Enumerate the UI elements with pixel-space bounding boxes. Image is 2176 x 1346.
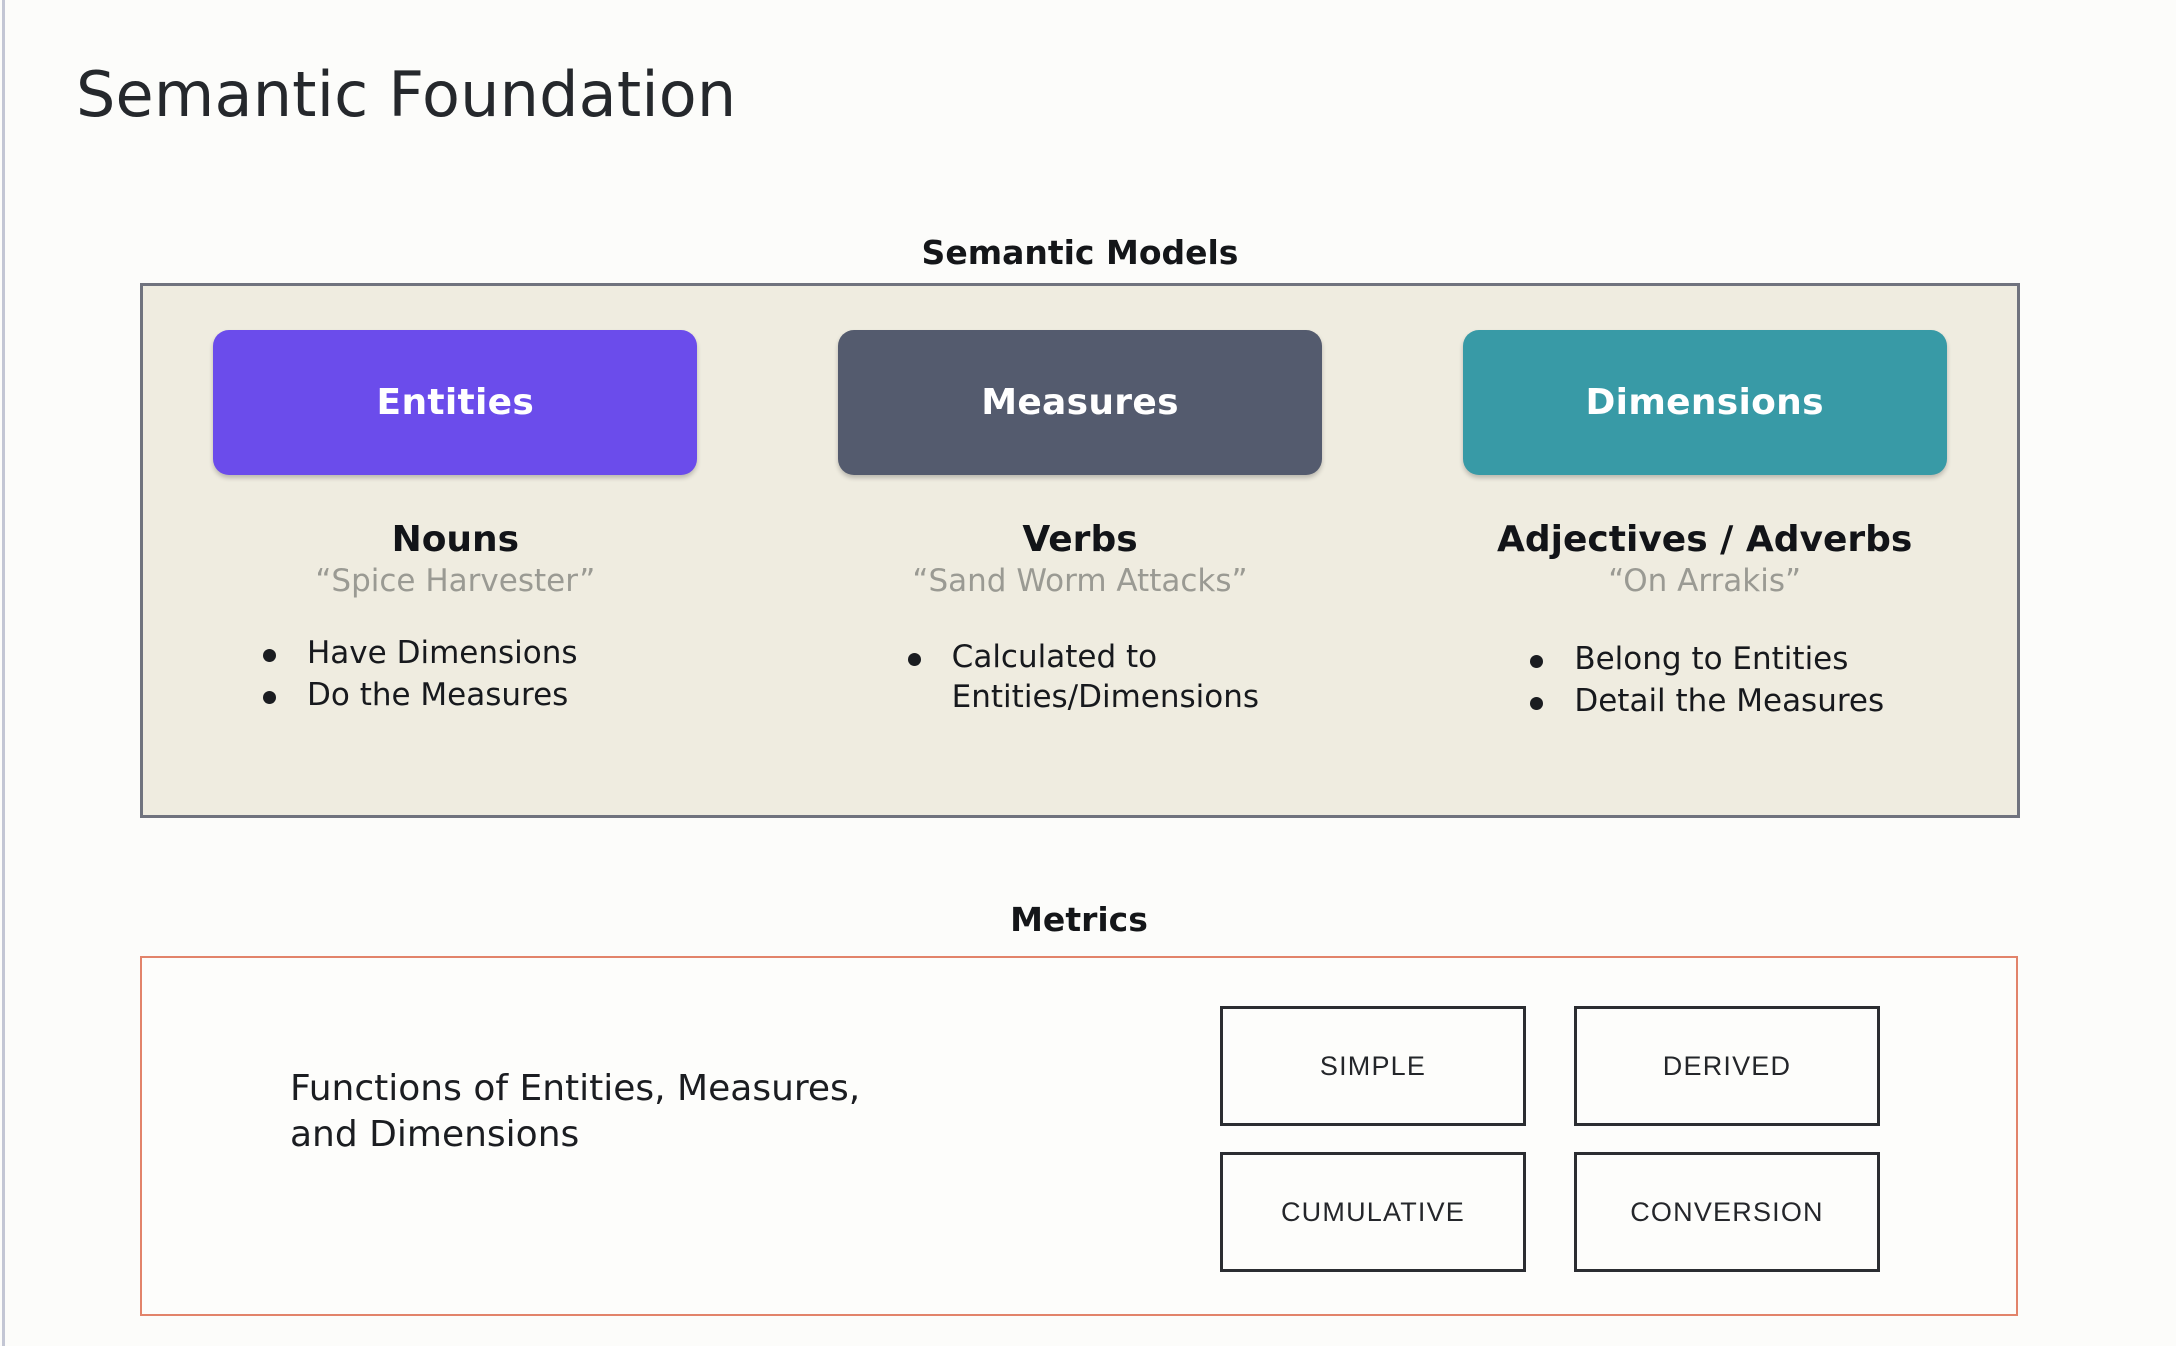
dimensions-chip[interactable]: Dimensions [1462,330,1947,475]
list-item: Do the Measures [245,676,768,716]
metric-type-derived[interactable]: DERIVED [1574,1006,1880,1126]
measures-example: “Sand Worm Attacks” [912,562,1248,599]
metrics-description: Functions of Entities, Measures, and Dim… [290,1068,861,1156]
metric-type-cumulative[interactable]: CUMULATIVE [1220,1152,1526,1272]
semantic-model-column-measures: Measures Verbs “Sand Worm Attacks” Calcu… [768,286,1393,815]
measures-part-of-speech: Verbs [1022,519,1138,560]
measures-bullet-list: Calculated to Entities/Dimensions [890,638,1393,717]
page-title: Semantic Foundation [76,58,737,131]
entities-part-of-speech: Nouns [391,519,520,560]
list-item: Detail the Measures [1512,682,2017,722]
measures-chip[interactable]: Measures [838,330,1322,475]
entities-example: “Spice Harvester” [315,562,596,599]
list-item: Belong to Entities [1512,640,2017,680]
metrics-type-grid: SIMPLE DERIVED CUMULATIVE CONVERSION [1220,1006,1880,1272]
metric-type-simple[interactable]: SIMPLE [1220,1006,1526,1126]
list-item: Have Dimensions [245,634,768,674]
semantic-models-panel: Entities Nouns “Spice Harvester” Have Di… [140,283,2020,818]
metrics-panel: Functions of Entities, Measures, and Dim… [140,956,2018,1316]
metrics-heading: Metrics [1010,900,1148,939]
entities-chip[interactable]: Entities [213,330,698,475]
entities-bullet-list: Have Dimensions Do the Measures [245,634,768,715]
left-edge-rule [2,0,5,1346]
semantic-model-column-entities: Entities Nouns “Spice Harvester” Have Di… [143,286,768,815]
list-item: Calculated to Entities/Dimensions [890,638,1393,717]
dimensions-part-of-speech: Adjectives / Adverbs [1497,519,1913,560]
metric-type-conversion[interactable]: CONVERSION [1574,1152,1880,1272]
dimensions-example: “On Arrakis” [1608,562,1802,599]
dimensions-bullet-list: Belong to Entities Detail the Measures [1512,640,2017,721]
semantic-model-column-dimensions: Dimensions Adjectives / Adverbs “On Arra… [1392,286,2017,815]
semantic-models-heading: Semantic Models [921,233,1239,272]
semantic-models-columns: Entities Nouns “Spice Harvester” Have Di… [143,286,2017,815]
